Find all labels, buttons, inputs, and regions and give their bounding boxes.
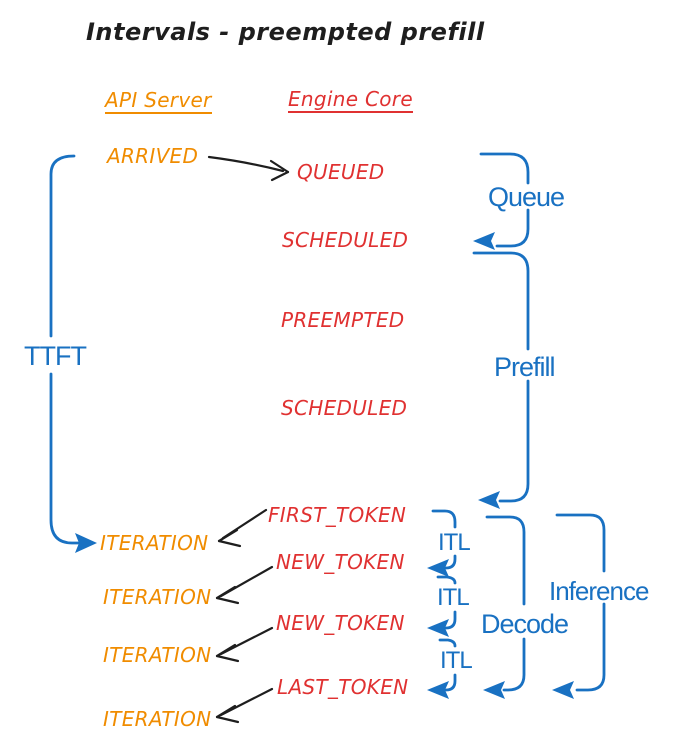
arrow-arrived-to-queued (207, 155, 290, 182)
itl-bracket-3 (427, 638, 457, 699)
event-last-token: LAST_TOKEN (277, 675, 409, 699)
arrow-new-token-1-to-iteration-2 (215, 565, 274, 605)
column-header-api-server: API Server (105, 88, 212, 114)
event-scheduled-2: SCHEDULED (281, 396, 408, 420)
event-first-token: FIRST_TOKEN (268, 503, 407, 527)
diagram-title: Intervals - preempted prefill (86, 18, 485, 46)
event-arrived: ARRIVED (107, 144, 199, 168)
arrow-new-token-2-to-iteration-3 (215, 626, 274, 663)
event-scheduled-1: SCHEDULED (282, 228, 409, 252)
event-iteration-4: ITERATION (103, 707, 212, 731)
event-queued: QUEUED (297, 160, 385, 184)
event-preempted: PREEMPTED (281, 308, 405, 332)
queue-bracket (473, 152, 530, 250)
interval-label-prefill: Prefill (494, 352, 556, 382)
ttft-bracket (49, 154, 97, 553)
column-header-engine-core: Engine Core (288, 87, 413, 113)
inference-bracket (552, 513, 606, 699)
itl-bracket-2 (427, 575, 457, 637)
itl-bracket-1 (427, 509, 457, 577)
interval-label-decode: Decode (481, 609, 569, 639)
interval-label-itl-2: ITL (437, 584, 470, 611)
interval-label-itl-3: ITL (440, 647, 473, 674)
decode-bracket (483, 515, 526, 699)
interval-label-ttft: TTFT (24, 341, 87, 371)
event-new-token-1: NEW_TOKEN (276, 550, 405, 574)
event-iteration-1: ITERATION (100, 531, 209, 555)
event-new-token-2: NEW_TOKEN (276, 611, 405, 635)
interval-label-queue: Queue (488, 182, 565, 212)
arrow-first-token-to-iteration-1 (217, 508, 268, 548)
interval-label-itl-1: ITL (438, 529, 471, 556)
prefill-bracket (472, 251, 530, 509)
arrow-last-token-to-iteration-4 (215, 687, 274, 724)
event-iteration-3: ITERATION (103, 643, 212, 667)
event-iteration-2: ITERATION (103, 585, 212, 609)
interval-label-inference: Inference (549, 576, 649, 606)
